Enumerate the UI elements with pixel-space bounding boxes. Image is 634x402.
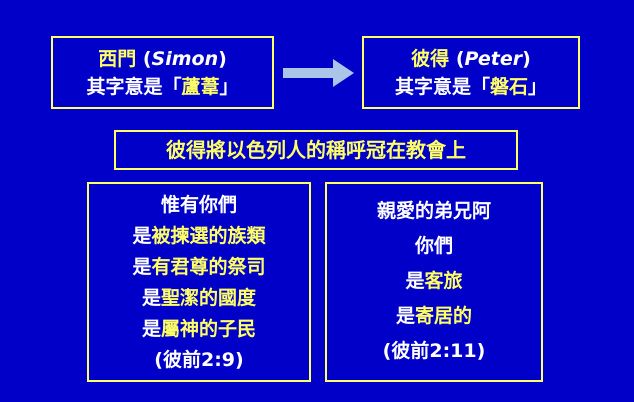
simon-name-en: Simon — [151, 48, 219, 70]
left-line-5-prefix: 是 — [141, 318, 161, 340]
right-line-3: 是客旅 — [327, 264, 541, 299]
peter-meaning-prefix: 其字意是「 — [394, 76, 490, 98]
right-line-4: 是寄居的 — [327, 299, 541, 334]
left-line-4: 是聖潔的國度 — [89, 283, 309, 314]
simon-name-cn: 西門 — [98, 48, 137, 70]
simon-paren-open: ( — [142, 48, 152, 70]
simon-meaning-prefix: 其字意是「 — [86, 76, 182, 98]
simon-meaning-line: 其字意是「蘆葦」 — [53, 73, 272, 101]
left-line-4-prefix: 是 — [141, 287, 161, 309]
simon-paren-close: ) — [218, 48, 227, 70]
title-text: 彼得將以色列人的稱呼冠在教會上 — [166, 138, 466, 162]
right-line-3-prefix: 是 — [405, 270, 425, 292]
left-line-3: 是有君尊的祭司 — [89, 252, 309, 283]
left-line-5-highlight: 屬神的子民 — [161, 318, 257, 340]
left-line-1: 惟有你們 — [160, 194, 237, 216]
peter-box: 彼得 (Peter) 其字意是「磐石」 — [362, 36, 580, 109]
peter-paren-open: ( — [455, 48, 465, 70]
left-line-2-prefix: 是 — [132, 225, 152, 247]
right-line-4-highlight: 寄居的 — [415, 305, 473, 327]
right-reference: (彼前2:11) — [382, 340, 486, 362]
title-box: 彼得將以色列人的稱呼冠在教會上 — [114, 130, 518, 170]
right-line-2: 你們 — [414, 235, 453, 257]
peter-paren-close: ) — [522, 48, 531, 70]
right-line-1: 親愛的弟兄阿 — [376, 200, 491, 222]
right-verse-box: 親愛的弟兄阿 你們 是客旅 是寄居的 (彼前2:11) — [325, 182, 543, 382]
right-line-3-highlight: 客旅 — [424, 270, 463, 292]
simon-box: 西門 (Simon) 其字意是「蘆葦」 — [51, 36, 274, 109]
peter-meaning-suffix: 」 — [528, 76, 548, 98]
peter-meaning-line: 其字意是「磐石」 — [364, 73, 578, 101]
peter-meaning-word: 磐石 — [489, 76, 528, 98]
left-line-3-highlight: 有君尊的祭司 — [151, 256, 266, 278]
left-line-4-highlight: 聖潔的國度 — [161, 287, 257, 309]
right-line-4-prefix: 是 — [395, 305, 415, 327]
right-arrow-icon — [283, 59, 354, 87]
left-reference: (彼前2:9) — [154, 349, 244, 371]
left-verse-box: 惟有你們 是被揀選的族類 是有君尊的祭司 是聖潔的國度 是屬神的子民 (彼前2:… — [87, 182, 311, 382]
left-line-2: 是被揀選的族類 — [89, 221, 309, 252]
simon-name-line: 西門 (Simon) — [53, 45, 272, 73]
peter-name-line: 彼得 (Peter) — [364, 45, 578, 73]
left-line-2-highlight: 被揀選的族類 — [151, 225, 266, 247]
left-line-3-prefix: 是 — [132, 256, 152, 278]
simon-meaning-suffix: 」 — [219, 76, 239, 98]
peter-name-en: Peter — [464, 48, 523, 70]
peter-name-cn: 彼得 — [411, 48, 450, 70]
simon-meaning-word: 蘆葦 — [181, 76, 220, 98]
left-line-5: 是屬神的子民 — [89, 314, 309, 345]
